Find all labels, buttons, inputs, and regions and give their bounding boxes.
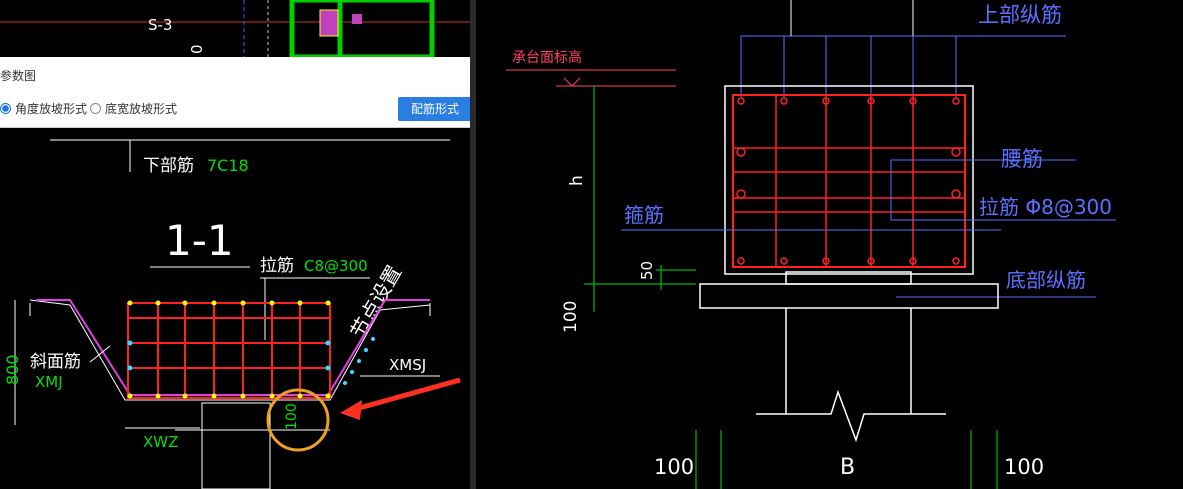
tie-bar-label: 拉筋 [260, 256, 294, 276]
beam-outline [724, 85, 974, 275]
radio-width-label: 底宽放坡形式 [105, 102, 178, 116]
xmsj-label: XMSJ [389, 356, 426, 374]
red-arrow-head [340, 400, 362, 420]
cap-elev-label: 承台面标高 [512, 49, 582, 66]
zero-label: 0 [188, 44, 206, 54]
radio-angle-label: 角度放坡形式 [15, 102, 88, 116]
bottom-dim-lines [695, 430, 998, 489]
section-title: 1-1 [165, 216, 234, 265]
xwz-label: XWZ [143, 433, 178, 451]
left-viewport[interactable]: S-3 0 下部筋 7C18 1-1 拉筋 C8@300 节点设置 [0, 0, 470, 489]
column-mark [319, 9, 339, 37]
right-viewport[interactable]: 上部纵筋 承台面标高 箍筋 [476, 0, 1183, 489]
bottom-long-label: 底部纵筋 [1006, 268, 1086, 292]
waist-label: 腰筋 [1001, 147, 1043, 171]
break-line [756, 389, 946, 443]
cage-outline [127, 302, 331, 399]
s3-label: S-3 [148, 16, 172, 34]
slope-rebar [36, 299, 430, 396]
green-beam [289, 0, 435, 60]
beam-cage-grid [733, 95, 965, 267]
bottom-bar-label: 下部筋 [143, 156, 194, 176]
pile [201, 402, 271, 489]
h-label: h [567, 175, 587, 186]
radio-angle-dot[interactable] [0, 103, 11, 114]
dim-800: 800 [3, 354, 22, 385]
radio-width[interactable]: 底宽放坡形式 [90, 100, 177, 117]
base-slab [699, 283, 999, 309]
pit-outline [29, 299, 431, 401]
highlight-circle [266, 388, 330, 452]
left-drawing: S-3 0 下部筋 7C18 1-1 拉筋 C8@300 节点设置 [0, 0, 470, 489]
b100-left: 100 [654, 455, 694, 479]
slope-bar-label: 斜面筋 [30, 352, 81, 372]
splitter[interactable] [470, 0, 476, 489]
rebar-dots [127, 300, 331, 399]
beam-cage [732, 94, 966, 268]
beam-rebar-dots [736, 97, 961, 265]
top-long-label: 上部纵筋 [978, 3, 1062, 27]
pile-cap [785, 271, 912, 285]
column-mark-2 [352, 14, 362, 24]
bottom-bar-value: 7C18 [207, 156, 249, 175]
b100-right: 100 [1004, 455, 1044, 479]
stirrup-label: 箍筋 [624, 203, 664, 227]
d50-label: 50 [638, 261, 656, 280]
slope-leader [89, 345, 111, 363]
waist-dots [127, 337, 375, 385]
panel-title: 参数图 [0, 69, 37, 83]
radio-width-dot[interactable] [90, 103, 101, 114]
xmj-label: XMJ [35, 373, 63, 391]
rebar-form-button[interactable]: 配筋形式 [398, 97, 470, 121]
top-bar-leaders [740, 35, 1066, 98]
red-arrow-shaft [351, 377, 461, 413]
b-label: B [840, 455, 855, 480]
param-panel: 参数图 角度放坡形式 底宽放坡形式 配筋形式 [0, 57, 470, 128]
tie-label: 拉筋 Φ8@300 [979, 195, 1112, 219]
cap-elev-mark [563, 77, 581, 87]
d100-label: 100 [561, 301, 581, 333]
tie-bar-value: C8@300 [304, 257, 368, 275]
radio-angle[interactable]: 角度放坡形式 [0, 100, 87, 117]
dim-100: 100 [284, 403, 300, 430]
right-drawing: 上部纵筋 承台面标高 箍筋 [506, 0, 1116, 489]
